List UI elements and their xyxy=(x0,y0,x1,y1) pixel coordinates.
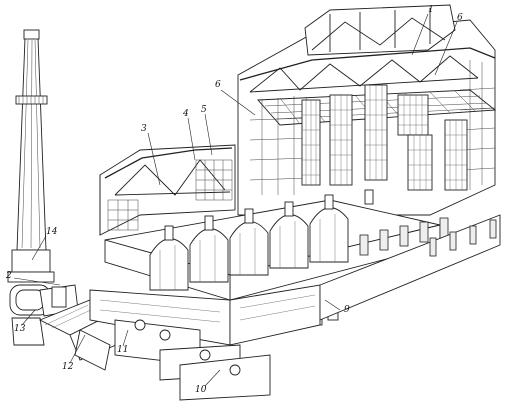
leader-lines xyxy=(13,13,458,387)
label-14: 14 xyxy=(46,227,58,237)
flue-ducts xyxy=(9,284,129,371)
label-9: 9 xyxy=(344,305,350,315)
label-4: 4 xyxy=(183,109,189,119)
label-11: 11 xyxy=(117,345,129,355)
label-2: 2 xyxy=(6,271,12,281)
label-1: 1 xyxy=(428,5,434,15)
vertical-units xyxy=(301,84,468,191)
label-6-lower: 6 xyxy=(215,80,221,90)
label-6-upper: 6 xyxy=(457,13,463,23)
label-3: 3 xyxy=(141,124,147,134)
label-5: 5 xyxy=(201,105,207,115)
chimney xyxy=(7,29,55,283)
base-structures xyxy=(89,284,321,401)
right-ground-base xyxy=(319,214,501,321)
label-13: 13 xyxy=(14,324,26,334)
left-shed-building xyxy=(99,144,236,236)
label-12: 12 xyxy=(62,362,74,372)
label-10: 10 xyxy=(195,385,207,395)
furnace-row xyxy=(104,189,449,329)
